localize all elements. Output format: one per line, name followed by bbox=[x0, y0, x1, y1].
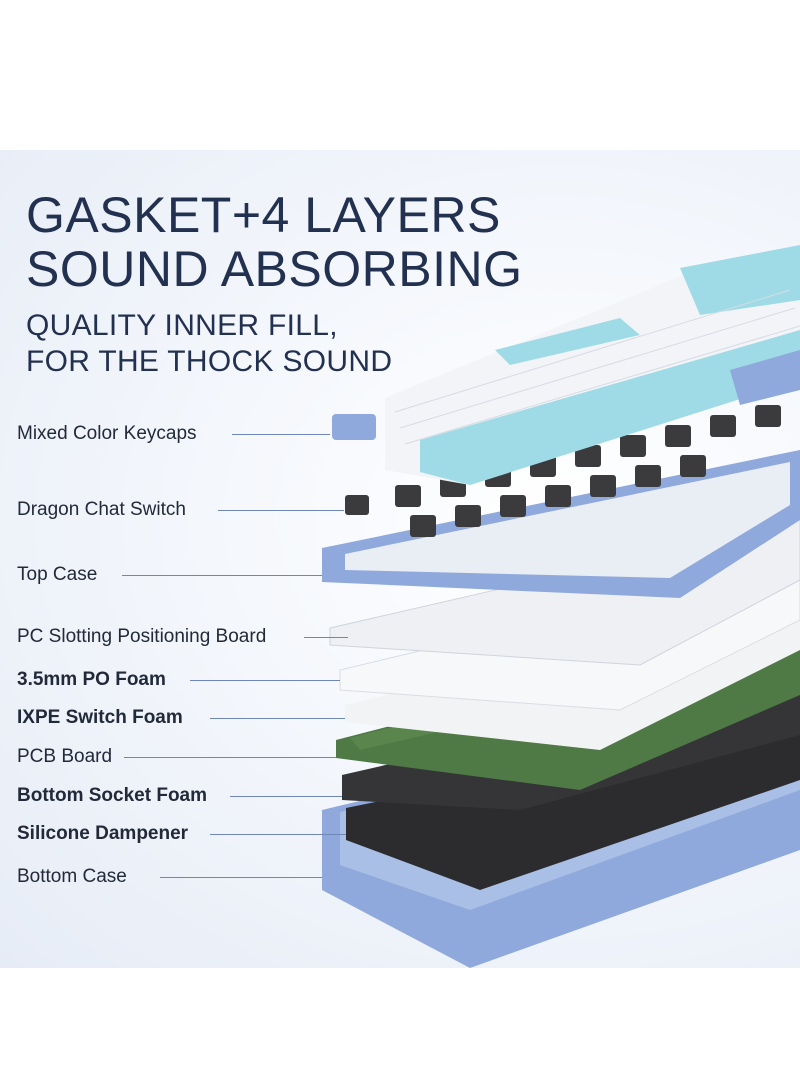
headline-line-1: GASKET+4 LAYERS bbox=[26, 187, 501, 243]
label-pc-positioning-board: PC Slotting Positioning Board bbox=[17, 626, 267, 647]
headline-line-2: SOUND ABSORBING bbox=[26, 241, 523, 297]
single-keycap bbox=[332, 414, 376, 440]
leader-line bbox=[210, 834, 346, 835]
leader-line bbox=[122, 575, 322, 576]
label-pcb-board: PCB Board bbox=[17, 746, 113, 767]
subheadline-line-2: FOR THE THOCK SOUND bbox=[26, 345, 393, 378]
exploded-keyboard-illustration bbox=[322, 245, 800, 968]
label-bottom-case: Bottom Case bbox=[17, 866, 127, 887]
label-bottom-socket-foam: Bottom Socket Foam bbox=[17, 785, 208, 806]
leader-line bbox=[124, 757, 336, 758]
label-po-foam: 3.5mm PO Foam bbox=[17, 669, 166, 690]
leader-line bbox=[230, 796, 342, 797]
switch-layer bbox=[345, 405, 781, 537]
headline: GASKET+4 LAYERS SOUND ABSORBING QUALITY … bbox=[26, 188, 523, 380]
leader-line bbox=[232, 434, 330, 435]
subheadline-line-1: QUALITY INNER FILL, bbox=[26, 309, 338, 342]
leader-line bbox=[210, 718, 345, 719]
leader-line bbox=[160, 877, 322, 878]
label-top-case: Top Case bbox=[17, 564, 98, 585]
label-ixpe-switch-foam: IXPE Switch Foam bbox=[17, 707, 183, 728]
leader-line bbox=[190, 680, 340, 681]
layer-labels: Mixed Color Keycaps Dragon Chat Switch T… bbox=[0, 150, 800, 968]
label-mixed-color-keycaps: Mixed Color Keycaps bbox=[17, 423, 197, 444]
leader-line bbox=[218, 510, 344, 511]
label-dragon-chat-switch: Dragon Chat Switch bbox=[17, 499, 186, 520]
product-panel: GASKET+4 LAYERS SOUND ABSORBING QUALITY … bbox=[0, 150, 800, 968]
label-silicone-dampener: Silicone Dampener bbox=[17, 823, 189, 844]
leader-line bbox=[304, 637, 348, 638]
